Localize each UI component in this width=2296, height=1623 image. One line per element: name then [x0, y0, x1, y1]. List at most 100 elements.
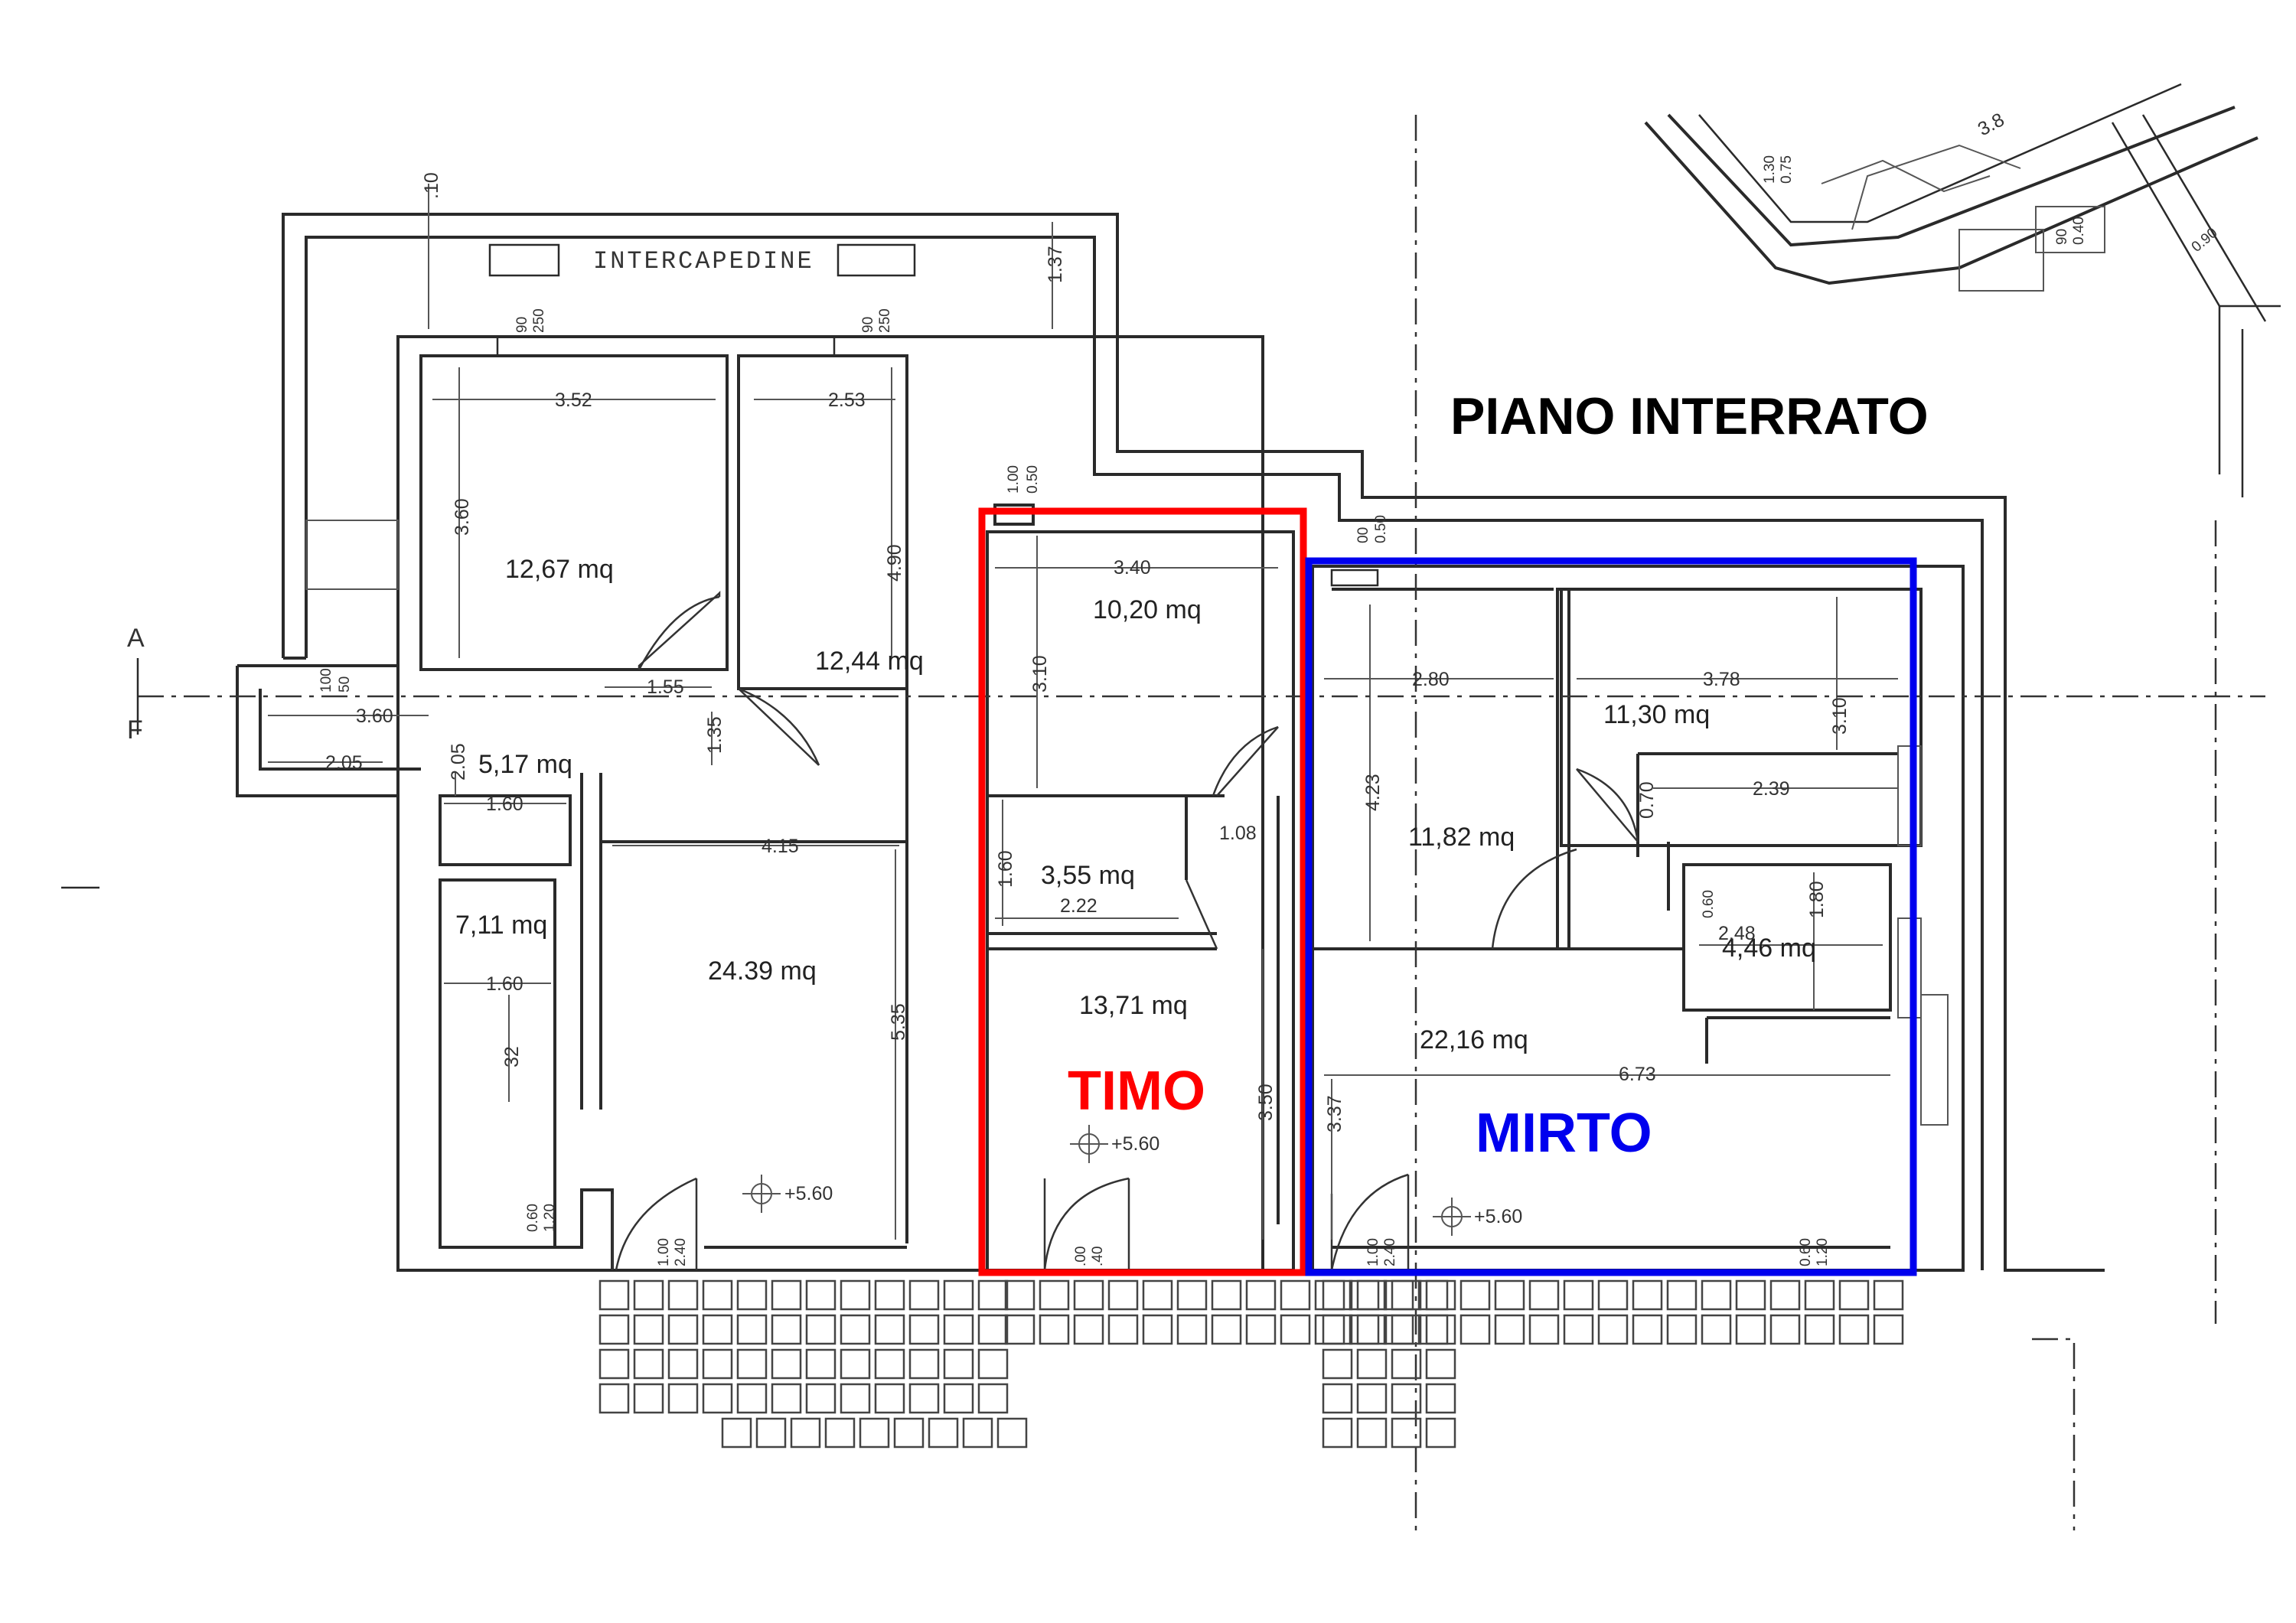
mirto-outline	[1305, 557, 1917, 1276]
doors	[611, 590, 1639, 1271]
paving-tile	[1632, 1314, 1663, 1345]
room-areas: 12,67 mq 12,44 mq 5,17 mq 7,11 mq 24.39 …	[455, 555, 1816, 1054]
dim-label: 3.50	[1255, 1084, 1277, 1121]
paving-tile	[1666, 1314, 1698, 1345]
dim-label: 50	[337, 676, 353, 693]
room-area: 24.39 mq	[708, 957, 817, 986]
paving-tile	[1004, 1279, 1035, 1311]
room-area: 12,44 mq	[815, 647, 924, 676]
paving-tile	[1597, 1279, 1629, 1311]
paving-tile	[962, 1417, 993, 1449]
dim-label: 1.20	[542, 1204, 558, 1232]
walls-left	[236, 243, 1264, 1272]
paving-tile	[805, 1314, 837, 1345]
paving-tile	[598, 1383, 630, 1414]
dim-label: 1.60	[995, 850, 1016, 888]
paving-tile	[1142, 1314, 1173, 1345]
paving-tile	[1632, 1279, 1663, 1311]
paving-tile	[1769, 1279, 1801, 1311]
paving-tile	[1425, 1314, 1456, 1345]
paving-tile	[1383, 1279, 1414, 1311]
unit-label-mirto: MIRTO	[1476, 1103, 1652, 1164]
paving-tile	[1563, 1314, 1594, 1345]
paving-tile	[874, 1383, 905, 1414]
walls-mirto	[1311, 565, 1965, 1272]
paving-tile	[1494, 1314, 1525, 1345]
paving-tile	[1873, 1279, 1904, 1311]
paving-tile	[943, 1314, 974, 1345]
paving-tile	[667, 1314, 699, 1345]
paving-tile	[1701, 1314, 1732, 1345]
terrace-paving	[598, 1279, 1904, 1449]
dim-label: 2.53	[828, 389, 866, 411]
dim-label: 1.30	[1762, 155, 1778, 184]
paving-tile	[1666, 1279, 1698, 1311]
paving-tile	[598, 1348, 630, 1380]
paving-tile	[1039, 1314, 1070, 1345]
paving-tile	[1322, 1383, 1353, 1414]
dim-label: 2.39	[1753, 778, 1790, 800]
paving-tile	[633, 1279, 664, 1311]
dim-label: 0.90	[2189, 225, 2221, 256]
paving-tile	[977, 1383, 1009, 1414]
paving-tile	[1804, 1279, 1835, 1311]
dim-label: 90	[514, 317, 530, 333]
dim-label: 4.15	[762, 836, 799, 857]
room-area: 13,71 mq	[1079, 991, 1188, 1020]
paving-tile	[1356, 1314, 1388, 1345]
paving-tile	[633, 1314, 664, 1345]
paving-tile	[771, 1279, 802, 1311]
paving-tile	[908, 1383, 940, 1414]
paving-tile	[908, 1279, 940, 1311]
paving-tile	[977, 1348, 1009, 1380]
dim-label: 3.40	[1114, 557, 1151, 578]
paving-tile	[667, 1383, 699, 1414]
paving-tile	[633, 1348, 664, 1380]
dim-label: 100	[318, 668, 334, 693]
paving-tile	[1804, 1314, 1835, 1345]
dim-label: 1.35	[704, 716, 726, 754]
dim-label: 1.00	[1365, 1238, 1381, 1266]
paving-tile	[943, 1383, 974, 1414]
room-area: 12,67 mq	[505, 555, 614, 584]
dim-label: 5.35	[888, 1003, 909, 1041]
paving-tile	[1417, 1279, 1449, 1311]
dim-label: .00	[1073, 1247, 1089, 1266]
level-label: +5.60	[784, 1183, 833, 1204]
paving-tile	[805, 1279, 837, 1311]
paving-tile	[721, 1417, 752, 1449]
paving-tile	[1280, 1314, 1311, 1345]
paving-tile	[1391, 1314, 1422, 1345]
paving-tile	[667, 1279, 699, 1311]
dim-label: 1.60	[486, 973, 523, 995]
room-area: 5,17 mq	[478, 750, 572, 779]
dim-label: 90	[860, 317, 876, 333]
paving-tile	[805, 1348, 837, 1380]
paving-tile	[702, 1383, 733, 1414]
room-area: 22,16 mq	[1420, 1025, 1528, 1054]
paving-tile	[977, 1279, 1009, 1311]
level-marker-1	[742, 1175, 781, 1213]
paving-tile	[874, 1314, 905, 1345]
intercapedine-label: INTERCAPEDINE	[593, 247, 814, 275]
paving-tile	[1314, 1314, 1345, 1345]
dim-label: 250	[877, 308, 893, 333]
paving-tile	[1838, 1314, 1870, 1345]
level-markers	[742, 1125, 1471, 1236]
dim-label: 0.60	[525, 1204, 541, 1232]
dim-label: 0.50	[1025, 465, 1041, 494]
paving-tile	[805, 1383, 837, 1414]
paving-tile	[1735, 1279, 1766, 1311]
paving-tile	[928, 1417, 959, 1449]
paving-tile	[1349, 1314, 1380, 1345]
dim-label: 2.05	[448, 743, 469, 781]
paving-tile	[943, 1279, 974, 1311]
paving-tile	[1039, 1279, 1070, 1311]
level-labels: +5.60 +5.60 +5.60	[784, 1133, 1522, 1227]
paving-tile	[977, 1314, 1009, 1345]
paving-tile	[1356, 1348, 1388, 1380]
level-label: +5.60	[1111, 1133, 1159, 1155]
paving-tile	[1391, 1279, 1422, 1311]
paving-tile	[1425, 1417, 1456, 1449]
paving-tile	[702, 1314, 733, 1345]
